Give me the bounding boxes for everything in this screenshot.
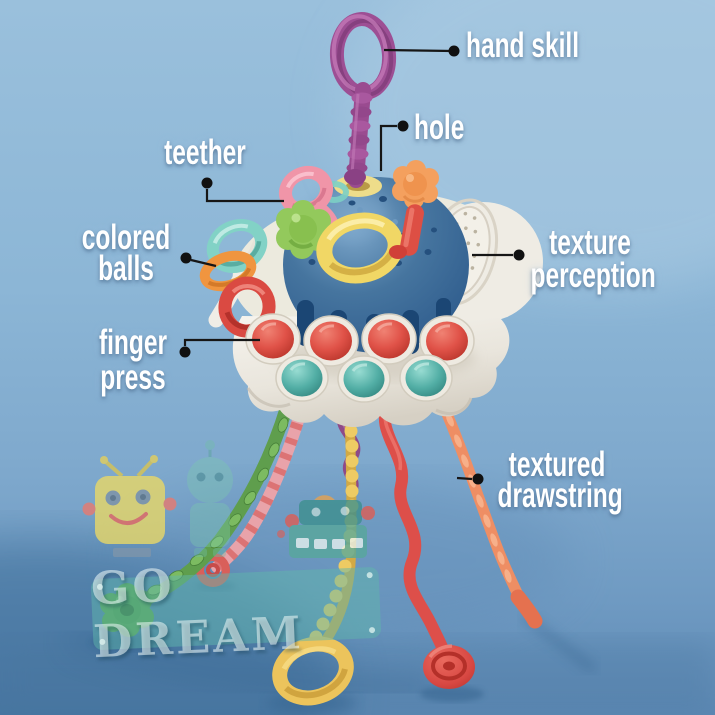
label-textured-drawstring: textured drawstring [497, 445, 623, 515]
red-capsule-bead [400, 204, 424, 256]
yellow-ring-end [272, 636, 354, 706]
teal-robot-icon [277, 495, 375, 558]
yellow-teether-ring [316, 212, 404, 284]
orange-flower-bead [392, 160, 439, 209]
label-finger-press: finger press [98, 323, 168, 397]
texture-perception-dot [513, 249, 525, 261]
finger-press-dot [179, 346, 191, 358]
green-robot-icon [187, 440, 233, 557]
colored-balls-dot [180, 252, 192, 264]
pop-it-bubbles [245, 313, 475, 403]
teether-connector [205, 189, 284, 203]
red-disc-end [423, 644, 475, 689]
hand-skill-dot [448, 45, 460, 57]
label-hand-skill: hand skill [466, 26, 580, 65]
label-colored-balls: colored balls [81, 218, 171, 288]
orange-cord-tip [510, 589, 543, 629]
textured-drawstring-connector [456, 476, 473, 481]
yellow-robot-icon [82, 455, 177, 557]
label-texture-perception: texture perception [530, 223, 656, 295]
textured-drawstring-dot [472, 473, 484, 485]
purple-hanger [329, 12, 397, 188]
red-bubble-row [245, 313, 475, 367]
hole-dot [397, 120, 409, 132]
hole-connector [379, 124, 397, 171]
teal-bubble-row [275, 354, 453, 403]
teether-dot [201, 177, 213, 189]
label-hole: hole [414, 108, 465, 147]
orange-ridged-cord [436, 396, 543, 629]
finger-press-connector [183, 338, 260, 346]
stem-base-knob [344, 169, 366, 185]
label-teether: teether [164, 133, 246, 172]
hand-skill-connector [383, 48, 453, 53]
red-wavy-cord [378, 396, 475, 689]
colored-balls-connector [190, 258, 217, 268]
